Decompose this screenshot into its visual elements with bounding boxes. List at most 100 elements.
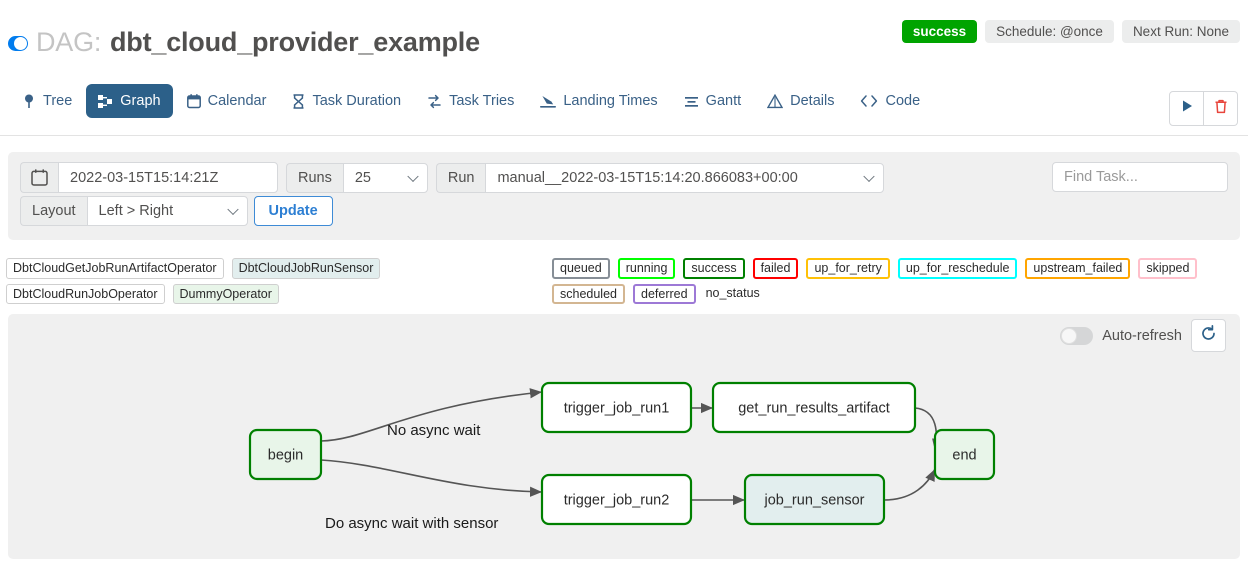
- tab-label: Task Tries: [449, 93, 515, 109]
- schedule-badge[interactable]: Schedule: @once: [985, 20, 1114, 43]
- node-label: end: [952, 448, 976, 464]
- gantt-icon: [684, 94, 699, 109]
- node-box[interactable]: [540, 473, 693, 526]
- dag-label: DAG:: [36, 27, 102, 57]
- tab-calendar[interactable]: Calendar: [175, 84, 279, 118]
- legend-state-chip[interactable]: no_status: [705, 285, 760, 300]
- graph-node-trigger_job_run2[interactable]: trigger_job_run2: [540, 473, 693, 526]
- tab-label: Tree: [43, 93, 73, 109]
- edge-label: No async wait: [387, 422, 481, 439]
- tab-gantt[interactable]: Gantt: [672, 84, 753, 118]
- refresh-button[interactable]: [1191, 319, 1226, 352]
- layout-label: Layout: [20, 196, 87, 226]
- graph-node-get_run_results_artifact[interactable]: get_run_results_artifact: [711, 381, 917, 434]
- num-runs-select[interactable]: 25: [342, 162, 428, 193]
- refresh-controls: Auto-refresh: [1060, 319, 1226, 352]
- node-label: trigger_job_run2: [564, 493, 670, 509]
- graph-edges: [320, 388, 943, 506]
- tab-graph[interactable]: Graph: [86, 84, 173, 118]
- tab-label: Code: [885, 93, 921, 109]
- node-box[interactable]: [540, 381, 693, 434]
- trash-icon: [1214, 99, 1228, 119]
- legend-state-chip[interactable]: upstream_failed: [1025, 258, 1131, 279]
- legend-operator-chip[interactable]: DbtCloudRunJobOperator: [6, 283, 165, 304]
- toolbar-row-2: Layout Left > Right Update: [20, 196, 333, 226]
- graph-node-end[interactable]: end: [933, 428, 996, 481]
- retry-icon: [427, 94, 442, 109]
- tab-tree[interactable]: Tree: [10, 84, 84, 118]
- node-box[interactable]: [743, 473, 886, 526]
- layout-select[interactable]: Left > Right: [86, 196, 248, 226]
- base-date-group: 2022-03-15T15:14:21Z: [20, 162, 278, 193]
- tab-task-duration[interactable]: Task Duration: [280, 84, 413, 118]
- legend-state-chip[interactable]: up_for_reschedule: [897, 258, 1018, 279]
- tab-label: Calendar: [207, 93, 267, 109]
- node-label: get_run_results_artifact: [738, 401, 890, 417]
- calendar-icon[interactable]: [20, 162, 58, 193]
- legend-state-chip[interactable]: deferred: [633, 283, 696, 304]
- legend-state-chip[interactable]: scheduled: [552, 283, 625, 304]
- tree-icon: [22, 94, 36, 109]
- node-box[interactable]: [933, 428, 996, 481]
- layout-group: Layout Left > Right: [20, 196, 248, 226]
- tab-label: Graph: [120, 93, 161, 109]
- graph-icon: [98, 94, 113, 109]
- legend-state-chip[interactable]: queued: [552, 258, 610, 279]
- edge-label: Do async wait with sensor: [325, 515, 498, 532]
- graph-node-trigger_job_run1[interactable]: trigger_job_run1: [540, 381, 693, 434]
- tab-landing-times[interactable]: Landing Times: [528, 84, 669, 118]
- pause-toggle-icon[interactable]: [8, 36, 28, 51]
- dag-graph-canvas[interactable]: begin trigger_job_run1 get_run_results_art…: [8, 314, 1240, 559]
- legend-state-chip[interactable]: failed: [752, 258, 799, 279]
- state-legend: queued running success failed up_for_retry up…: [552, 258, 1246, 304]
- calendar-icon: [186, 93, 201, 109]
- update-button[interactable]: Update: [253, 196, 333, 226]
- legend-state-chip[interactable]: skipped: [1138, 258, 1198, 279]
- legend-operator-chip[interactable]: DummyOperator: [172, 283, 279, 304]
- tab-task-tries[interactable]: Task Tries: [415, 84, 526, 118]
- page-title: dbt_cloud_provider_example: [110, 27, 480, 57]
- triangle-info-icon: [767, 93, 784, 109]
- trigger-dag-button[interactable]: [1169, 91, 1204, 126]
- tab-label: Details: [790, 93, 835, 109]
- run-select[interactable]: manual__2022-03-15T15:14:20.866083+00:00: [485, 162, 885, 193]
- header-badges: success Schedule: @once Next Run: None: [901, 20, 1240, 43]
- auto-refresh-toggle[interactable]: [1060, 326, 1094, 345]
- legend-state-chip[interactable]: running: [617, 258, 676, 279]
- node-label: begin: [268, 448, 303, 464]
- runs-label: Runs: [286, 162, 343, 193]
- nav-bar: Tree Graph Calendar Task Duration: [0, 78, 1248, 136]
- nav-actions: [1169, 91, 1238, 126]
- page-header: DAG: dbt_cloud_provider_example success …: [0, 0, 1248, 70]
- play-icon: [1180, 99, 1194, 118]
- legend-state-chip[interactable]: success: [683, 258, 745, 279]
- toggle-knob: [1061, 327, 1078, 344]
- tab-code[interactable]: Code: [848, 84, 932, 118]
- graph-node-begin[interactable]: begin: [248, 428, 323, 481]
- tab-label: Task Duration: [312, 93, 402, 109]
- graph-nodes[interactable]: begin trigger_job_run1 get_run_results_art…: [248, 381, 996, 526]
- code-icon: [860, 94, 878, 108]
- base-date-input[interactable]: 2022-03-15T15:14:21Z: [58, 162, 278, 193]
- tab-details[interactable]: Details: [755, 84, 846, 118]
- node-box[interactable]: [248, 428, 323, 481]
- landing-icon: [540, 94, 557, 109]
- status-badge: success: [901, 20, 978, 43]
- find-task-input[interactable]: Find Task...: [1052, 162, 1228, 192]
- delete-dag-button[interactable]: [1204, 91, 1238, 126]
- hourglass-icon: [292, 93, 305, 109]
- legend-operator-chip[interactable]: DbtCloudGetJobRunArtifactOperator: [6, 258, 224, 279]
- filter-toolbar: 2022-03-15T15:14:21Z Runs 25 Run manual_…: [8, 152, 1240, 240]
- legend-operator-chip[interactable]: DbtCloudJobRunSensor: [231, 258, 381, 279]
- next-run-badge: Next Run: None: [1121, 20, 1240, 43]
- graph-edge-labels: No async wait Do async wait with sensor: [325, 422, 498, 532]
- legend-state-chip[interactable]: up_for_retry: [806, 258, 890, 279]
- toolbar-row-1: 2022-03-15T15:14:21Z Runs 25 Run manual_…: [20, 162, 885, 193]
- refresh-icon: [1200, 324, 1217, 347]
- node-box[interactable]: [711, 381, 917, 434]
- graph-node-job_run_sensor[interactable]: job_run_sensor: [743, 473, 886, 526]
- num-runs-group: Runs 25: [286, 162, 428, 193]
